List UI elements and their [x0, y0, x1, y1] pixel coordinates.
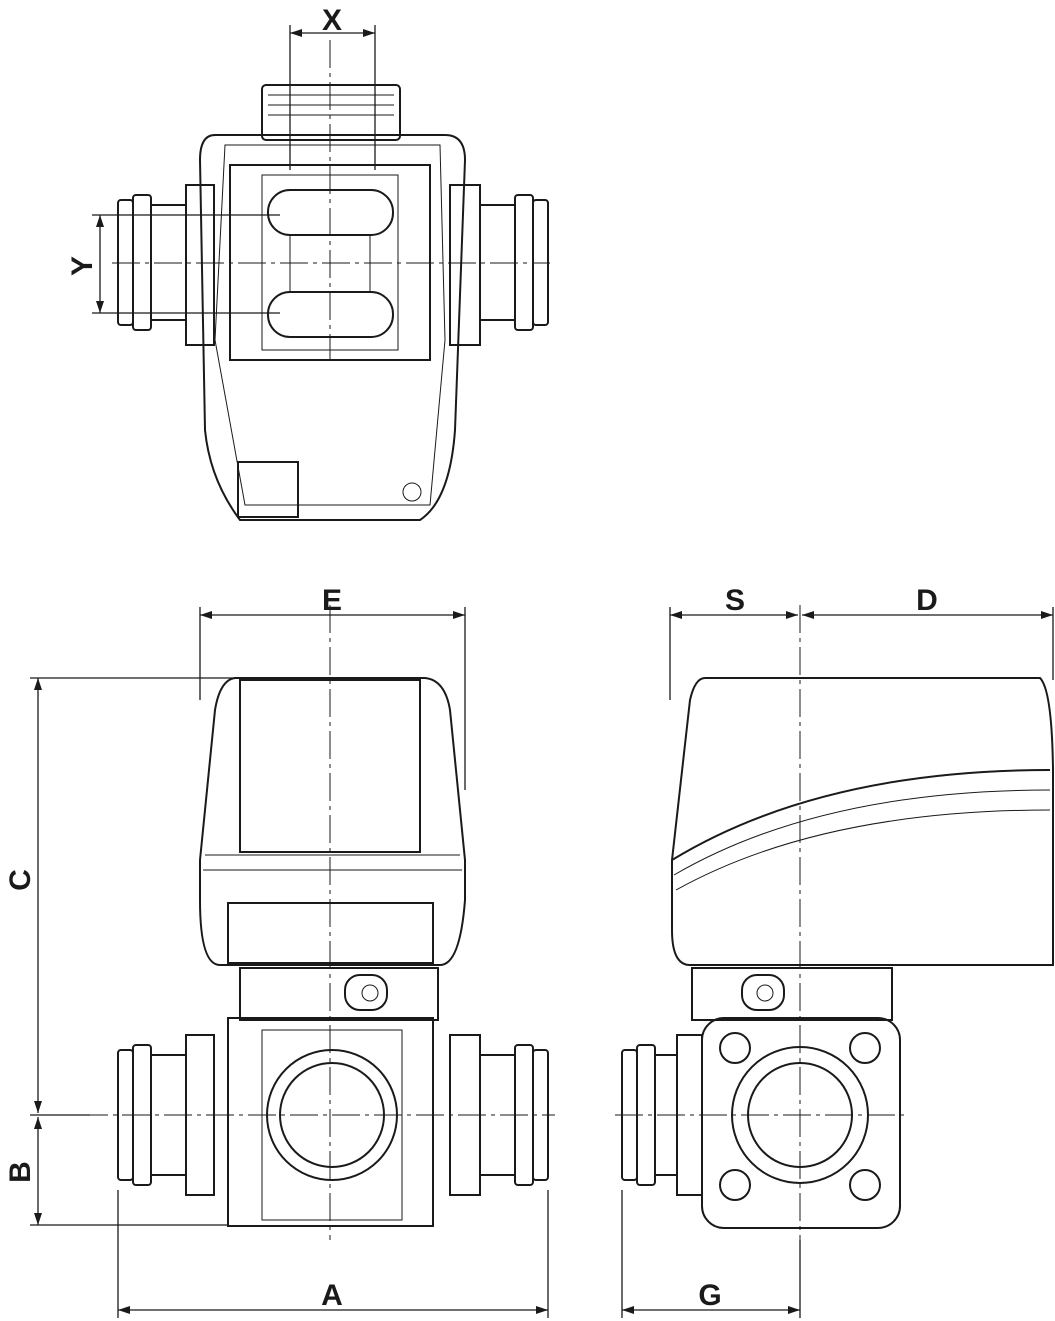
side-view: [615, 605, 1054, 1240]
dimension-x-label: X: [322, 4, 342, 37]
bolt: [719, 1032, 751, 1064]
left-pipe-top: [117, 184, 215, 346]
neck-front: [239, 967, 439, 1021]
cable-gland: [237, 461, 299, 518]
dimension-e-label: E: [322, 584, 342, 617]
actuator-cover-front: [199, 677, 466, 966]
dimension-g-label: G: [698, 1279, 721, 1312]
front-view: [80, 605, 555, 1240]
top-connector: [261, 84, 401, 141]
dimension-b-label: B: [4, 1161, 37, 1183]
actuator-cover-side: [671, 677, 1054, 966]
right-pipe-top: [449, 184, 549, 346]
dimension-c-label: C: [4, 869, 37, 891]
top-view: [112, 40, 550, 521]
bolt: [719, 1169, 751, 1201]
dimension-s-label: S: [725, 584, 745, 617]
bolt: [849, 1169, 881, 1201]
dimension-y-label: Y: [66, 256, 99, 276]
dimension-a-label: A: [321, 1279, 343, 1312]
bolt: [849, 1032, 881, 1064]
actuator-housing-outline: [198, 134, 467, 521]
dimension-d-label: D: [916, 584, 938, 617]
neck-side: [691, 967, 893, 1021]
